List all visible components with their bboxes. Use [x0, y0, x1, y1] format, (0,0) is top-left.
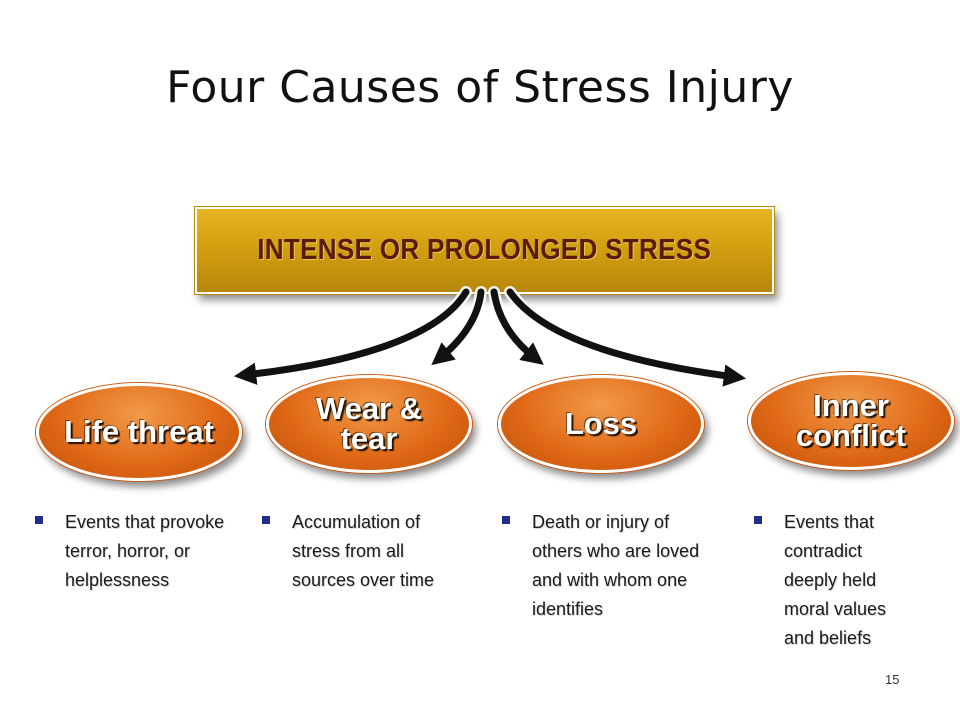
cause-oval-wear-tear: Wear & tear [266, 375, 472, 473]
page-number: 15 [885, 672, 900, 687]
cause-description-wear-tear: Accumulation of stress from all sources … [262, 508, 462, 595]
cause-description-inner-conflict: Events that contradict deeply held moral… [754, 508, 904, 653]
description-text: Events that contradict deeply held moral… [784, 512, 887, 648]
cause-label: Inner conflict [795, 388, 907, 453]
cause-label: Wear & tear [315, 391, 423, 456]
arrow-wear-tear [431, 288, 485, 366]
intense-stress-label: INTENSE OR PROLONGED STRESS [257, 234, 712, 266]
description-text: Accumulation of stress from all sources … [292, 512, 435, 590]
description-text: Events that provoke terror, horror, or h… [65, 512, 225, 590]
slide-title: Four Causes of Stress Injury [166, 62, 794, 113]
square-bullet-icon [35, 516, 43, 524]
cause-oval-life-threat: Life threat [36, 383, 242, 481]
square-bullet-icon [754, 516, 762, 524]
description-text: Death or injury of others who are loved … [532, 512, 700, 619]
cause-label: Life threat [64, 414, 214, 449]
cause-description-loss: Death or injury of others who are loved … [502, 508, 702, 624]
square-bullet-icon [262, 516, 270, 524]
cause-oval-loss: Loss [498, 375, 704, 473]
cause-oval-inner-conflict: Inner conflict [748, 372, 954, 470]
cause-description-life-threat: Events that provoke terror, horror, or h… [35, 508, 225, 595]
arrow-inner-conflict [506, 288, 747, 387]
intense-stress-box: INTENSE OR PROLONGED STRESS [195, 207, 774, 294]
arrow-loss [490, 288, 544, 365]
cause-label: Loss [564, 406, 638, 441]
arrow-life-threat [233, 288, 470, 385]
square-bullet-icon [502, 516, 510, 524]
